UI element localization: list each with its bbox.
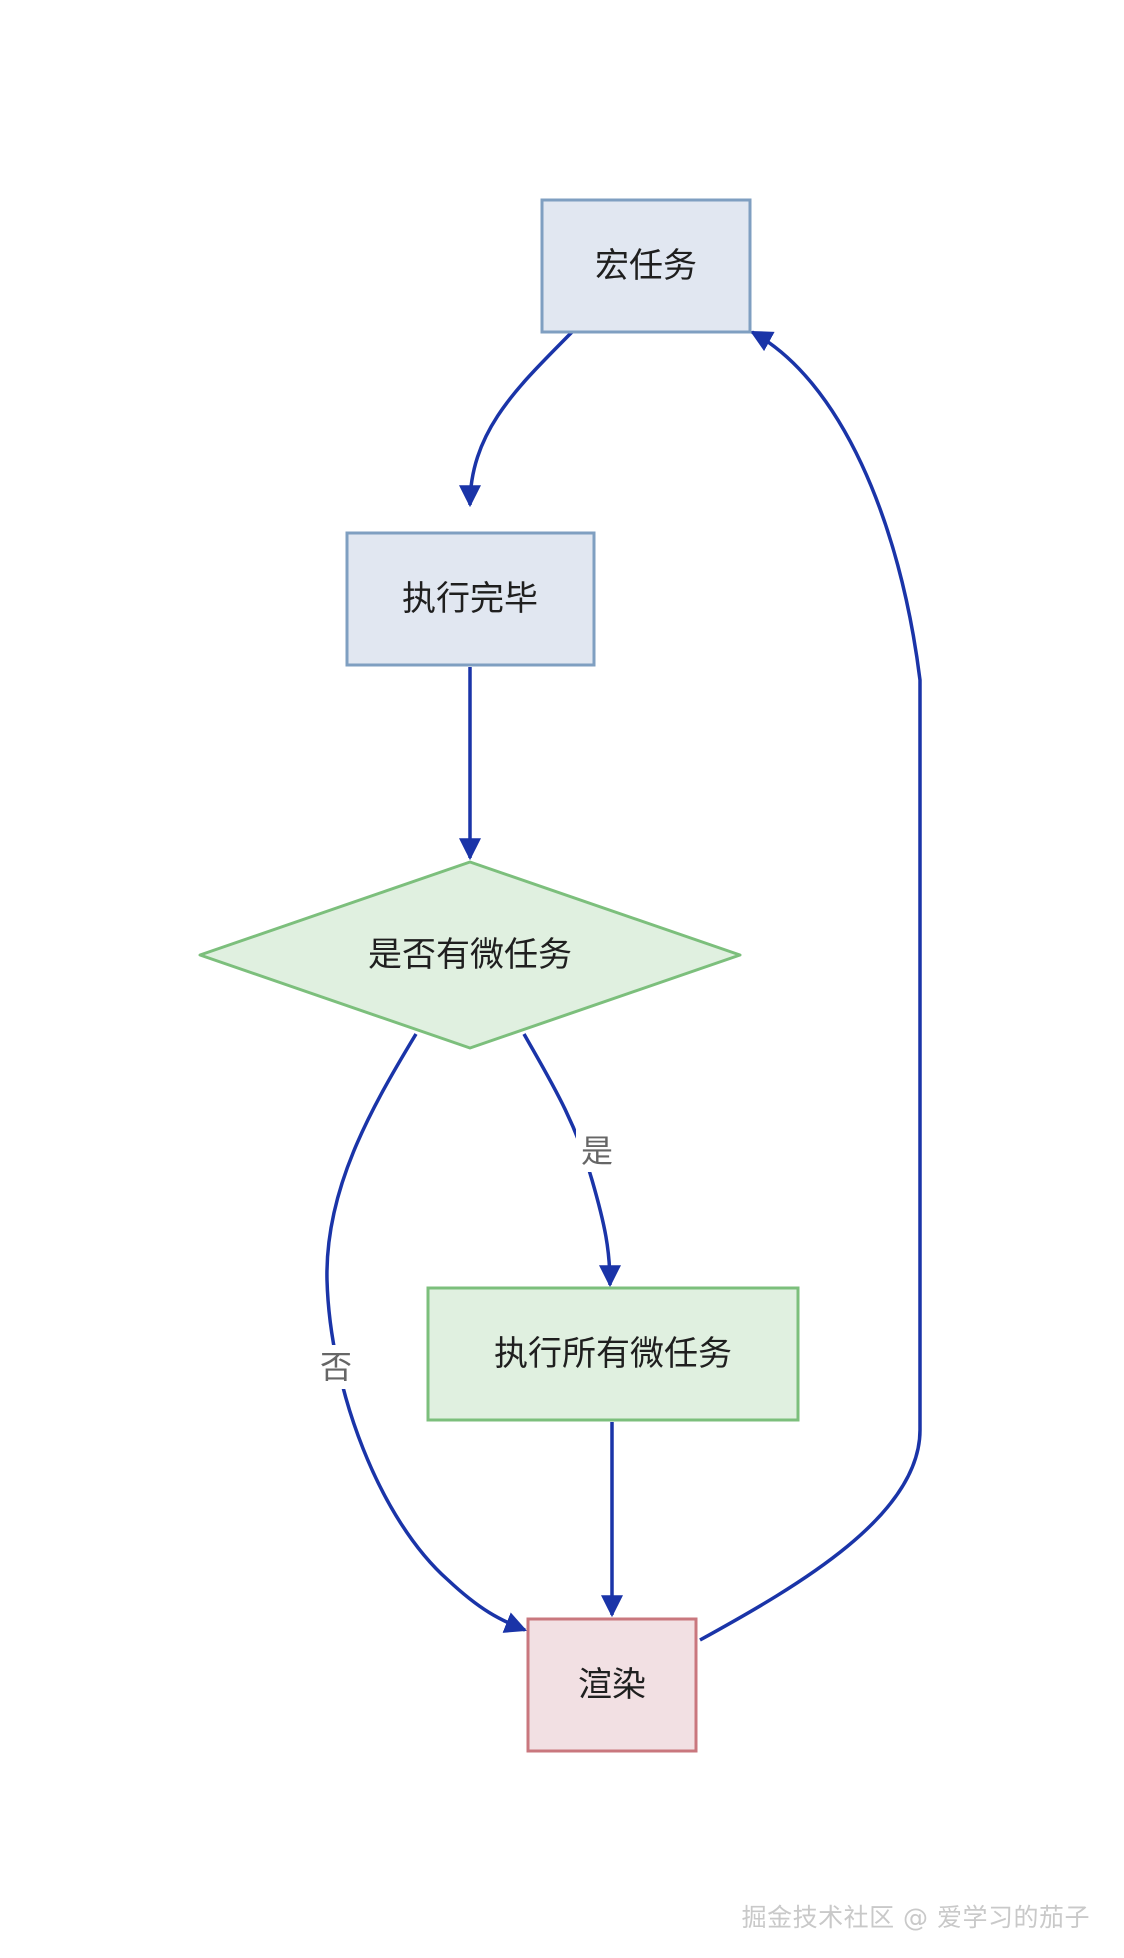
node-macro-task-label: 宏任务 [595,246,697,286]
edge-label-no: 否 [320,1348,352,1386]
node-finished-label: 执行完毕 [402,579,538,619]
node-finished: 执行完毕 [345,531,596,667]
node-has-micro-label: 是否有微任务 [368,935,572,975]
edge-render-loop [699,330,922,1642]
node-has-micro-diamond [198,860,742,1050]
edge-macro-to-finished [459,330,574,508]
node-run-all-micro: 执行所有微任务 [426,1286,800,1422]
node-finished-box [345,531,596,667]
node-render-box [526,1617,698,1753]
node-run-all-micro-label: 执行所有微任务 [494,1334,732,1374]
node-render: 渲染 [526,1617,698,1753]
node-has-micro: 是否有微任务 [198,860,742,1050]
node-run-all-micro-box [426,1286,800,1422]
node-macro-task-box [540,198,752,334]
edge-decision-yes [522,1033,621,1288]
yes-label-bg [576,1128,616,1172]
no-label-bg [316,1345,356,1389]
node-render-label: 渲染 [578,1665,646,1705]
node-macro-task: 宏任务 [540,198,752,334]
edge-label-yes: 是 [581,1132,613,1170]
watermark: 掘金技术社区 @ 爱学习的茄子 [741,1903,1090,1932]
